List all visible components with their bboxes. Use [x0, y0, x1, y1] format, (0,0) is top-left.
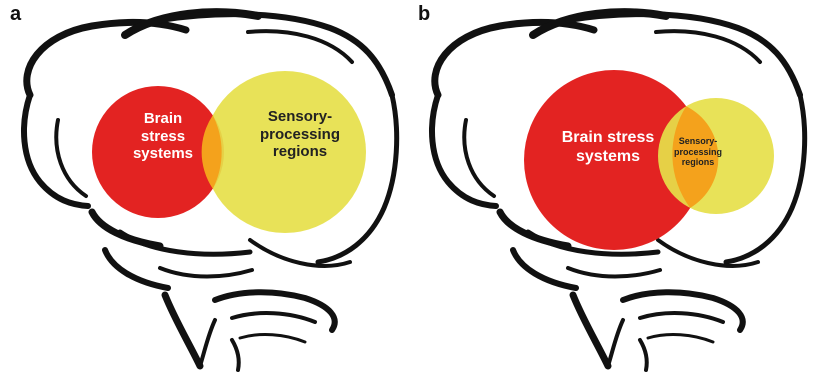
panel-b: [432, 12, 805, 370]
brain-stress-label: Brain stress systems: [561, 129, 655, 165]
brain-stress-circle: [524, 70, 704, 250]
sensory-processing-label: Sensory- processing regions: [673, 136, 722, 168]
brain-stress-circle: [92, 86, 224, 218]
panel-label-b: b: [418, 3, 431, 25]
overlap-region: [201, 115, 222, 189]
brain-stress-label: Brain stress systems: [132, 110, 194, 163]
sensory-processing-label: Sensory- processing regions: [259, 108, 341, 161]
panel-label-a: a: [10, 3, 22, 25]
sensory-processing-circle: [204, 71, 366, 233]
overlap-region: [672, 106, 719, 208]
panel-a: [24, 12, 397, 370]
